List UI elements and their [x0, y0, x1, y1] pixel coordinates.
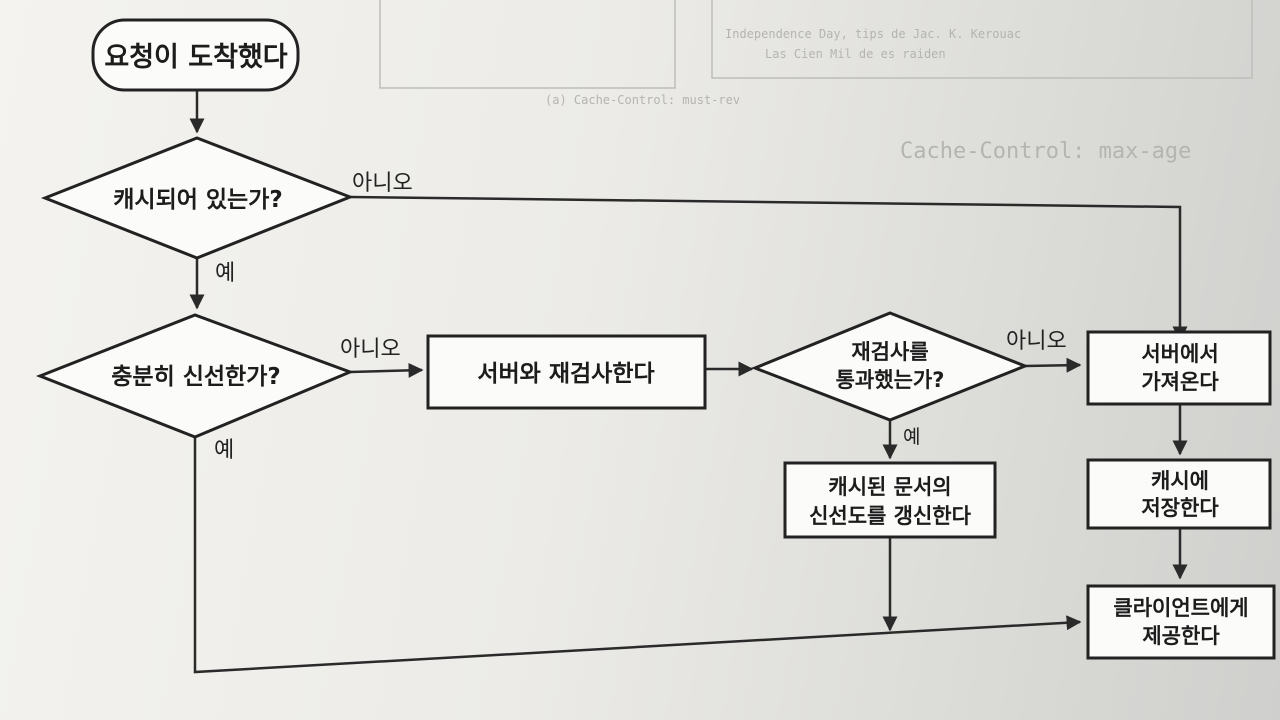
pass-decision-label-line2: 통과했는가?	[836, 368, 945, 392]
fetch-process-shape	[1086, 330, 1272, 406]
store-label-line1: 캐시에	[1151, 469, 1209, 493]
label-cached-yes: 예	[215, 261, 235, 286]
faint-text-3: (a) Cache-Control: must-rev	[545, 93, 740, 107]
label-cached-no: 아니오	[352, 171, 413, 196]
label-pass-yes: 예	[903, 426, 920, 448]
edge-cached-no	[349, 195, 1188, 342]
edge-fresh-yes	[193, 437, 1082, 674]
revalidate-process-shape	[426, 334, 707, 410]
cached-decision-shape	[40, 136, 355, 260]
node-start: 요청이 도착했다	[91, 18, 300, 92]
serve-label-line1: 클라이언트에게	[1113, 596, 1248, 620]
fetch-label-line1: 서버에서	[1141, 342, 1218, 366]
label-pass-no: 아니오	[1006, 329, 1067, 354]
edge-labels: 아니오 예 아니오 예 아니오 예	[214, 171, 1067, 463]
faint-text-4: Cache-Control: max-age	[900, 139, 1191, 164]
start-terminal-shape	[91, 18, 300, 92]
node-cached-decision: 캐시되어 있는가?	[40, 136, 355, 260]
faint-text-1: Independence Day, tips de Jac. K. Keroua…	[725, 27, 1021, 41]
fetch-label-line2: 가져온다	[1141, 370, 1219, 394]
fresh-decision-shape	[35, 313, 355, 439]
faint-box-left	[379, 0, 676, 89]
serve-process-shape	[1086, 584, 1276, 660]
label-fresh-yes: 예	[214, 438, 234, 463]
edges	[189, 90, 1188, 674]
edge-pass-no	[1024, 357, 1082, 373]
background-content: Independence Day, tips de Jac. K. Keroua…	[379, 0, 1253, 164]
node-fresh-decision: 충분히 신선한가?	[35, 313, 355, 439]
cached-decision-label: 캐시되어 있는가?	[113, 187, 282, 213]
fresh-decision-label: 충분히 신선한가?	[111, 364, 280, 390]
store-label-line2: 저장한다	[1141, 496, 1219, 520]
node-revalidate: 서버와 재검사한다	[426, 334, 707, 410]
serve-label-line2: 제공한다	[1142, 624, 1220, 648]
faint-text-2: Las Cien Mil de es raiden	[765, 47, 946, 61]
update-freshness-label-line1: 캐시된 문서의	[828, 475, 951, 499]
start-label: 요청이 도착했다	[104, 42, 287, 73]
label-fresh-no: 아니오	[340, 337, 401, 362]
pass-decision-label-line1: 재검사를	[851, 340, 928, 364]
store-process-shape	[1086, 458, 1272, 530]
node-update-freshness: 캐시된 문서의 신선도를 갱신한다	[783, 461, 997, 539]
faint-box-right	[711, 0, 1253, 79]
pass-decision-shape	[750, 311, 1030, 422]
node-store: 캐시에 저장한다	[1086, 458, 1272, 530]
update-freshness-shape	[783, 461, 997, 539]
edge-fresh-no	[349, 362, 424, 378]
revalidate-label: 서버와 재검사한다	[477, 361, 654, 387]
node-pass-decision: 재검사를 통과했는가?	[750, 311, 1030, 422]
update-freshness-label-line2: 신선도를 갱신한다	[809, 504, 972, 528]
node-fetch: 서버에서 가져온다	[1086, 330, 1272, 406]
node-serve: 클라이언트에게 제공한다	[1086, 584, 1276, 660]
